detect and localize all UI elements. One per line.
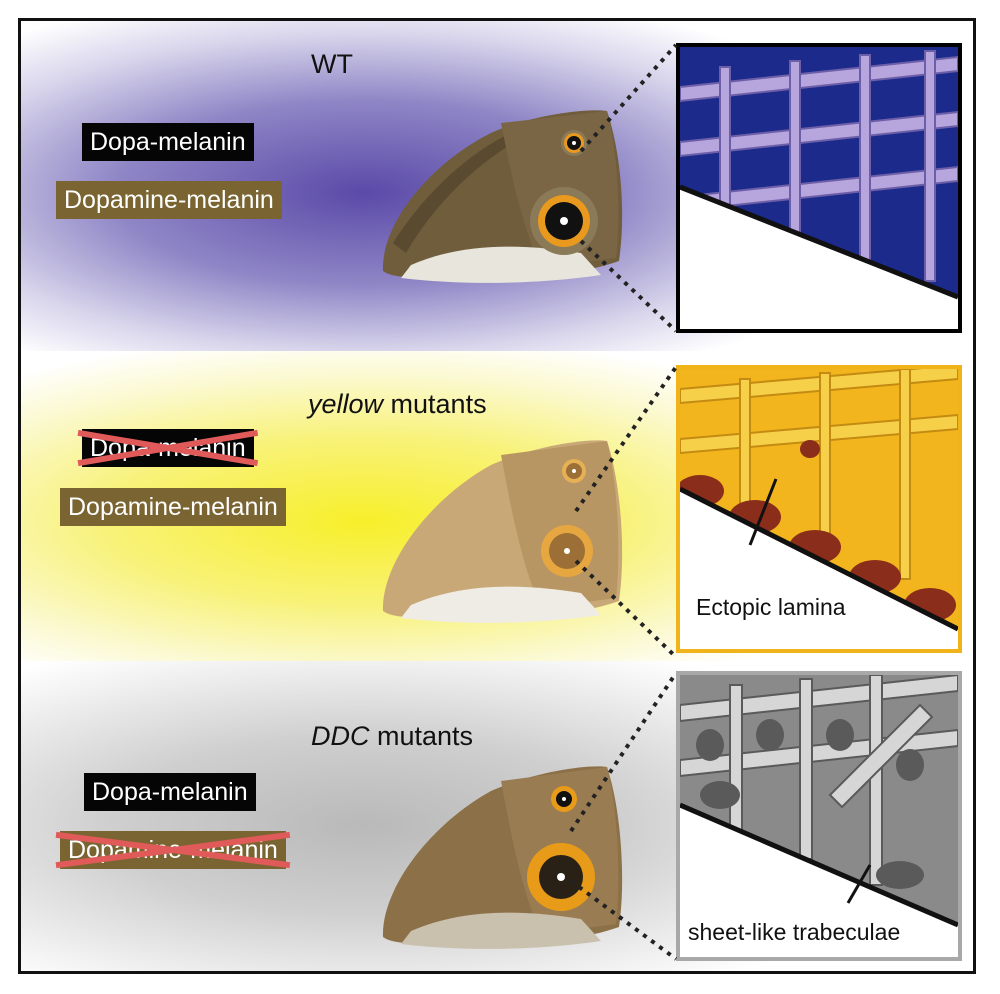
wt-dopamine-melanin-tag: Dopamine-melanin (56, 181, 282, 219)
tag-text: Dopamine-melanin (64, 186, 274, 214)
yellow-large-eyespot (541, 525, 593, 577)
yellow-title: yellow mutants (308, 389, 487, 420)
wt-scale-zoom (676, 43, 962, 333)
tag-text: Dopa-melanin (90, 128, 246, 156)
title-italic: yellow (308, 389, 384, 419)
strike-x-icon (56, 831, 290, 869)
ddc-dopamine-melanin-tag: Dopamine-melanin (60, 831, 286, 869)
ddc-panel: DDC mutants Dopa-melanin Dopamine-melani… (21, 661, 973, 971)
wt-panel: WT Dopa-melanin Dopamine-melanin (21, 21, 973, 351)
ddc-scale-drawing (680, 675, 958, 957)
wt-title: WT (311, 49, 353, 79)
wt-wing-illustration (382, 110, 623, 283)
yellow-scale-zoom: Ectopic lamina (676, 365, 962, 653)
ddc-title: DDC mutants (311, 721, 473, 752)
ddc-scale-zoom: sheet-like trabeculae (676, 671, 962, 961)
ddc-large-eyespot (527, 843, 595, 911)
wt-small-eyespot (561, 130, 587, 156)
sheet-like-trabeculae-label: sheet-like trabeculae (688, 919, 901, 945)
yellow-dopamine-melanin-tag: Dopamine-melanin (60, 488, 286, 526)
yellow-dopa-melanin-tag: Dopa-melanin (82, 429, 254, 467)
wt-scale-drawing (680, 47, 958, 329)
yellow-wing-illustration (382, 440, 623, 623)
title-rest: mutants (369, 721, 474, 751)
ddc-small-eyespot (551, 786, 577, 812)
yellow-panel: yellow mutants Dopa-melanin Dopamine-mel… (21, 351, 973, 661)
tag-text: Dopamine-melanin (68, 493, 278, 521)
title-italic: DDC (311, 721, 370, 751)
ddc-dopa-melanin-tag: Dopa-melanin (84, 773, 256, 811)
figure-frame: WT Dopa-melanin Dopamine-melanin (18, 18, 976, 974)
yellow-small-eyespot (562, 459, 586, 483)
ectopic-lamina-label: Ectopic lamina (696, 594, 846, 620)
tag-text: Dopa-melanin (92, 778, 248, 806)
trabeculae-pores (696, 719, 924, 889)
title-rest: mutants (383, 389, 487, 419)
wt-dopa-melanin-tag: Dopa-melanin (82, 123, 254, 161)
ddc-wing-illustration (382, 766, 623, 949)
strike-x-icon (78, 429, 258, 467)
yellow-scale-drawing (680, 369, 958, 649)
wt-large-eyespot (530, 187, 598, 255)
